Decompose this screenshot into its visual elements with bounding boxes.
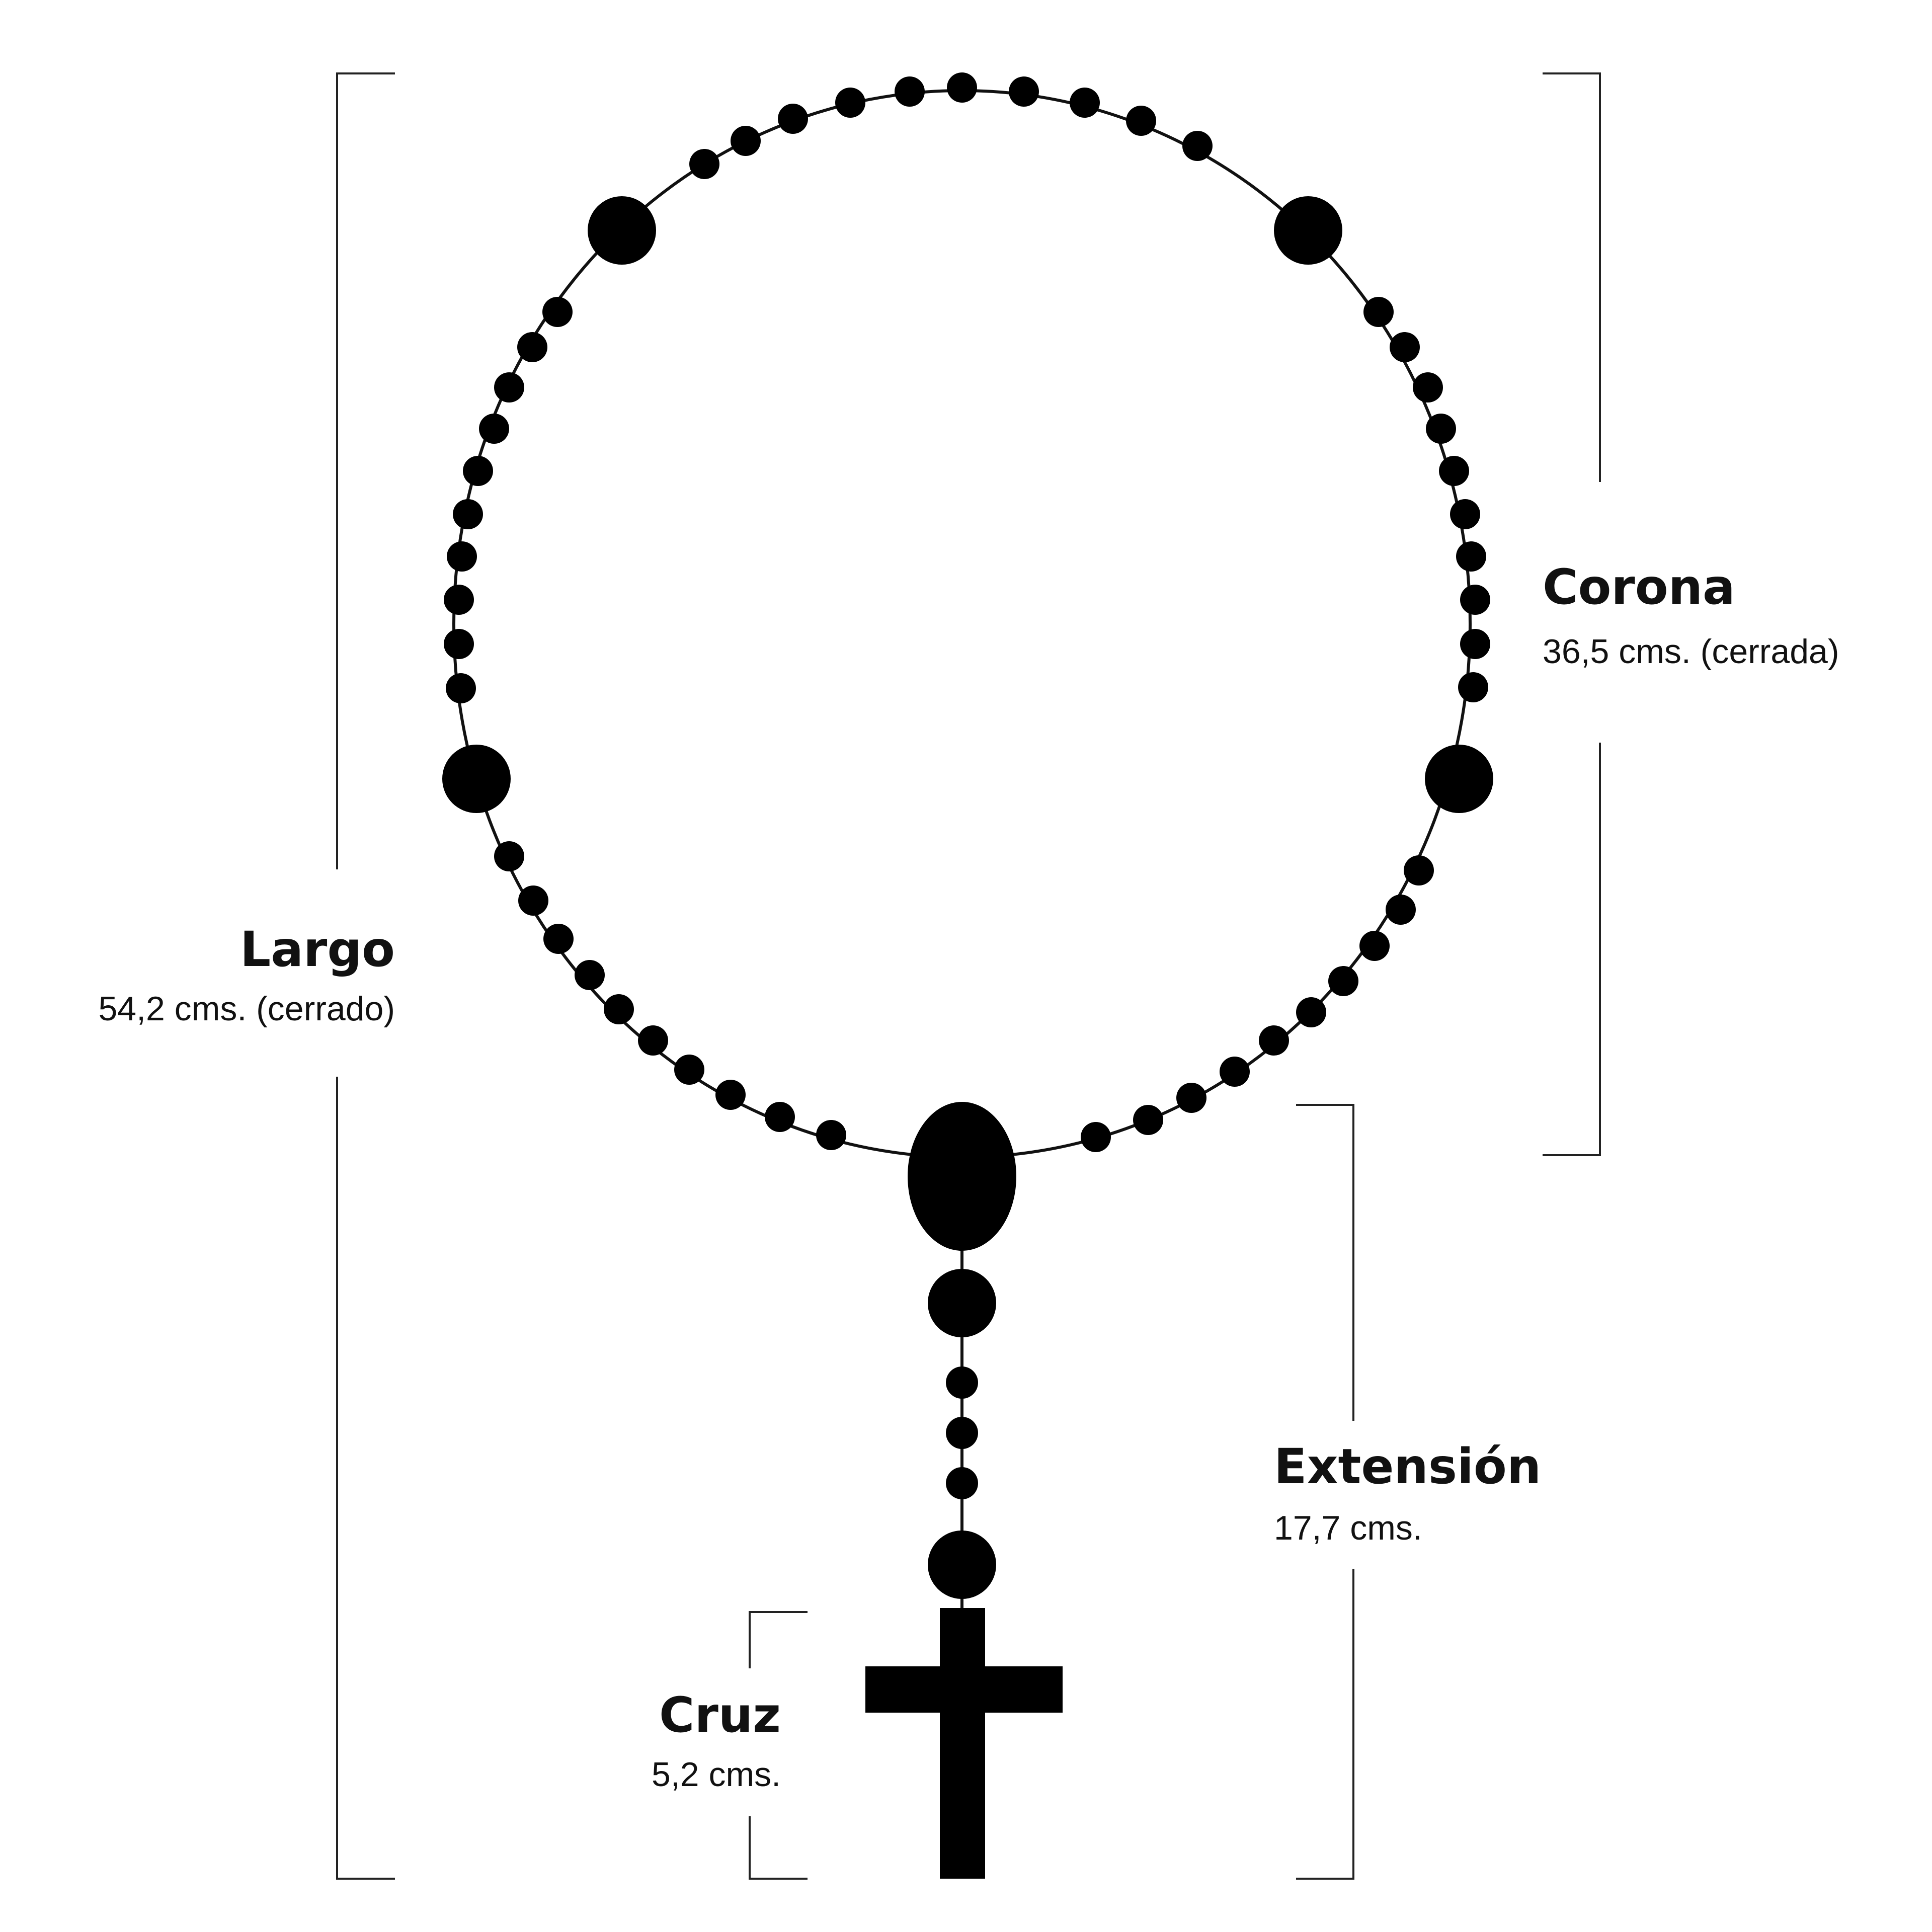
corona-bracket <box>1543 72 1601 1156</box>
ring-small-bead <box>1182 131 1213 161</box>
ring-small-bead <box>835 88 865 118</box>
ring-small-bead <box>816 1120 846 1150</box>
corona-bracket-top <box>1543 72 1601 482</box>
ring-small-bead <box>542 297 573 327</box>
cruz-bracket <box>749 1611 808 1880</box>
ring-small-bead <box>1359 931 1390 961</box>
ring-small-bead <box>575 960 605 990</box>
corona-bracket-bottom <box>1543 743 1601 1156</box>
cruz-bracket-top <box>749 1611 808 1668</box>
ring-small-bead <box>446 673 476 703</box>
ring-small-bead <box>1176 1083 1206 1113</box>
largo-title: Largo <box>240 921 395 978</box>
ring-small-bead <box>1220 1057 1250 1087</box>
ring-small-bead <box>447 541 477 572</box>
crucifix <box>865 1608 1063 1879</box>
ring-large-bead <box>1425 745 1493 813</box>
largo-bracket-top <box>336 72 395 869</box>
ring-small-bead <box>1450 499 1480 529</box>
ring-large-bead <box>1274 196 1342 265</box>
centerpiece-medal <box>908 1102 1016 1251</box>
ring-small-bead <box>778 104 808 134</box>
extension-bracket-top <box>1296 1104 1354 1421</box>
pendant-small-bead <box>946 1417 978 1449</box>
ring-small-bead <box>1296 997 1326 1027</box>
ring-small-bead <box>463 456 493 486</box>
ring-small-bead <box>765 1102 795 1132</box>
ring-small-bead <box>715 1080 746 1110</box>
ring-small-bead <box>479 414 509 444</box>
ring-beads <box>442 72 1493 1152</box>
ring-small-bead <box>1070 88 1100 118</box>
corona-title: Corona <box>1543 559 1735 615</box>
ring-small-bead <box>518 886 548 916</box>
ring-small-bead <box>494 372 524 403</box>
ring-small-bead <box>731 126 761 156</box>
ring-small-bead <box>1363 297 1394 327</box>
pendant-small-bead <box>946 1467 978 1499</box>
ring-small-bead <box>494 841 524 871</box>
ring-small-bead <box>444 629 474 659</box>
ring-small-bead <box>1439 456 1469 486</box>
pendant-beads <box>928 1269 996 1599</box>
ring-small-bead <box>1126 106 1156 136</box>
extension-bracket <box>1296 1104 1354 1880</box>
ring-small-bead <box>689 149 719 179</box>
ring-small-bead <box>895 76 925 107</box>
ring-small-bead <box>1460 585 1490 615</box>
ring-small-bead <box>543 924 574 954</box>
ring-small-bead <box>453 499 483 529</box>
ring-small-bead <box>1328 966 1358 996</box>
extension-value: 17,7 cms. <box>1274 1509 1422 1547</box>
corona-value: 36,5 cms. (cerrada) <box>1543 632 1839 671</box>
ring-small-bead <box>1133 1105 1163 1135</box>
pendant-small-bead <box>946 1366 978 1399</box>
ring-large-bead <box>442 745 511 813</box>
ring-small-bead <box>1413 372 1443 403</box>
ring-small-bead <box>1426 414 1456 444</box>
ring-small-bead <box>1009 76 1039 107</box>
ring-small-bead <box>604 994 634 1024</box>
ring-small-bead <box>444 585 474 615</box>
cross-vertical-bar <box>940 1608 985 1879</box>
cruz-title: Cruz <box>659 1687 781 1743</box>
extension-bracket-bottom <box>1296 1569 1354 1880</box>
ring-small-bead <box>1456 541 1486 572</box>
ring-small-bead <box>1259 1025 1289 1056</box>
pendant-large-bead <box>928 1531 996 1599</box>
largo-value: 54,2 cms. (cerrado) <box>98 990 395 1028</box>
largo-bracket <box>336 72 395 1880</box>
ring-small-bead <box>1386 895 1416 925</box>
cruz-value: 5,2 cms. <box>652 1755 781 1794</box>
ring-small-bead <box>638 1025 668 1056</box>
ring-large-bead <box>588 196 656 265</box>
largo-bracket-bottom <box>336 1077 395 1880</box>
cross-horizontal-bar <box>865 1666 1063 1713</box>
ring-small-bead <box>517 332 547 362</box>
ring-small-bead <box>1460 629 1490 659</box>
ring-small-bead <box>1390 332 1420 362</box>
ring-small-bead <box>674 1055 704 1085</box>
ring-small-bead <box>1458 672 1488 702</box>
pendant-large-bead <box>928 1269 996 1337</box>
cruz-bracket-bottom <box>749 1816 808 1880</box>
ring-small-bead <box>947 72 977 103</box>
extension-title: Extensión <box>1274 1438 1541 1495</box>
ring-small-bead <box>1404 855 1434 886</box>
ring-small-bead <box>1081 1122 1111 1152</box>
